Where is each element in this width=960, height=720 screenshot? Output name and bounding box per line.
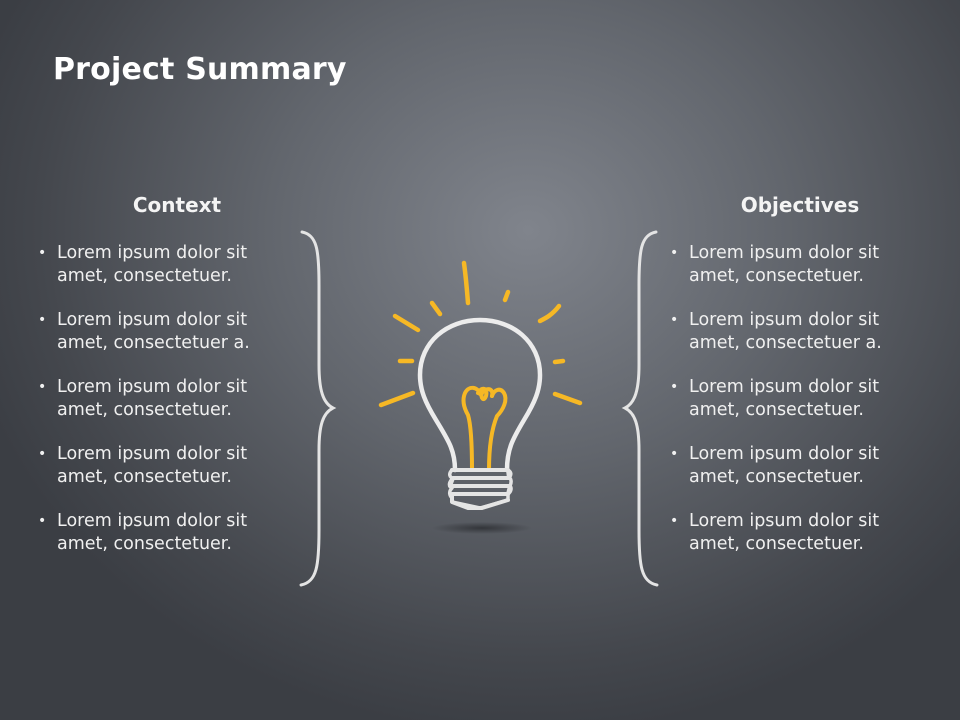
objectives-list: • Lorem ipsum dolor sit amet, consectetue… [670, 242, 919, 577]
objectives-item-text: Lorem ipsum dolor sit amet, consectetuer… [689, 377, 880, 420]
objectives-item: • Lorem ipsum dolor sit amet, consectetue… [670, 443, 919, 489]
bullet-icon: • [38, 513, 47, 529]
context-item-text: Lorem ipsum dolor sit amet, consectetuer… [57, 511, 248, 554]
objectives-item-text: Lorem ipsum dolor sit amet, consectetuer… [689, 310, 882, 353]
right-curly-brace-icon [299, 230, 337, 587]
context-item: • Lorem ipsum dolor sit amet, consectetue… [38, 443, 287, 489]
bullet-icon: • [38, 312, 47, 328]
context-item: • Lorem ipsum dolor sit amet, consectetue… [38, 309, 287, 355]
objectives-item: • Lorem ipsum dolor sit amet, consectetue… [670, 376, 919, 422]
bullet-icon: • [38, 446, 47, 462]
context-heading: Context [132, 193, 222, 217]
context-item-text: Lorem ipsum dolor sit amet, consectetuer… [57, 377, 248, 420]
context-list: • Lorem ipsum dolor sit amet, consectetue… [38, 242, 287, 577]
lightbulb-icon [378, 260, 583, 534]
bullet-icon: • [670, 379, 679, 395]
context-item-text: Lorem ipsum dolor sit amet, consectetuer… [57, 243, 248, 286]
objectives-heading: Objectives [740, 193, 860, 217]
objectives-item: • Lorem ipsum dolor sit amet, consectetue… [670, 309, 919, 355]
context-item: • Lorem ipsum dolor sit amet, consectetue… [38, 510, 287, 556]
bullet-icon: • [670, 446, 679, 462]
objectives-item-text: Lorem ipsum dolor sit amet, consectetuer… [689, 444, 880, 487]
objectives-item: • Lorem ipsum dolor sit amet, consectetue… [670, 242, 919, 288]
slide-title: Project Summary [53, 52, 347, 87]
bullet-icon: • [38, 245, 47, 261]
bullet-icon: • [670, 245, 679, 261]
bullet-icon: • [38, 379, 47, 395]
context-item-text: Lorem ipsum dolor sit amet, consectetuer… [57, 444, 248, 487]
context-item: • Lorem ipsum dolor sit amet, consectetue… [38, 242, 287, 288]
objectives-item-text: Lorem ipsum dolor sit amet, consectetuer… [689, 511, 880, 554]
left-curly-brace-icon [621, 230, 659, 587]
bullet-icon: • [670, 513, 679, 529]
bullet-icon: • [670, 312, 679, 328]
context-item-text: Lorem ipsum dolor sit amet, consectetuer… [57, 310, 250, 353]
objectives-item: • Lorem ipsum dolor sit amet, consectetue… [670, 510, 919, 556]
objectives-item-text: Lorem ipsum dolor sit amet, consectetuer… [689, 243, 880, 286]
context-item: • Lorem ipsum dolor sit amet, consectetue… [38, 376, 287, 422]
